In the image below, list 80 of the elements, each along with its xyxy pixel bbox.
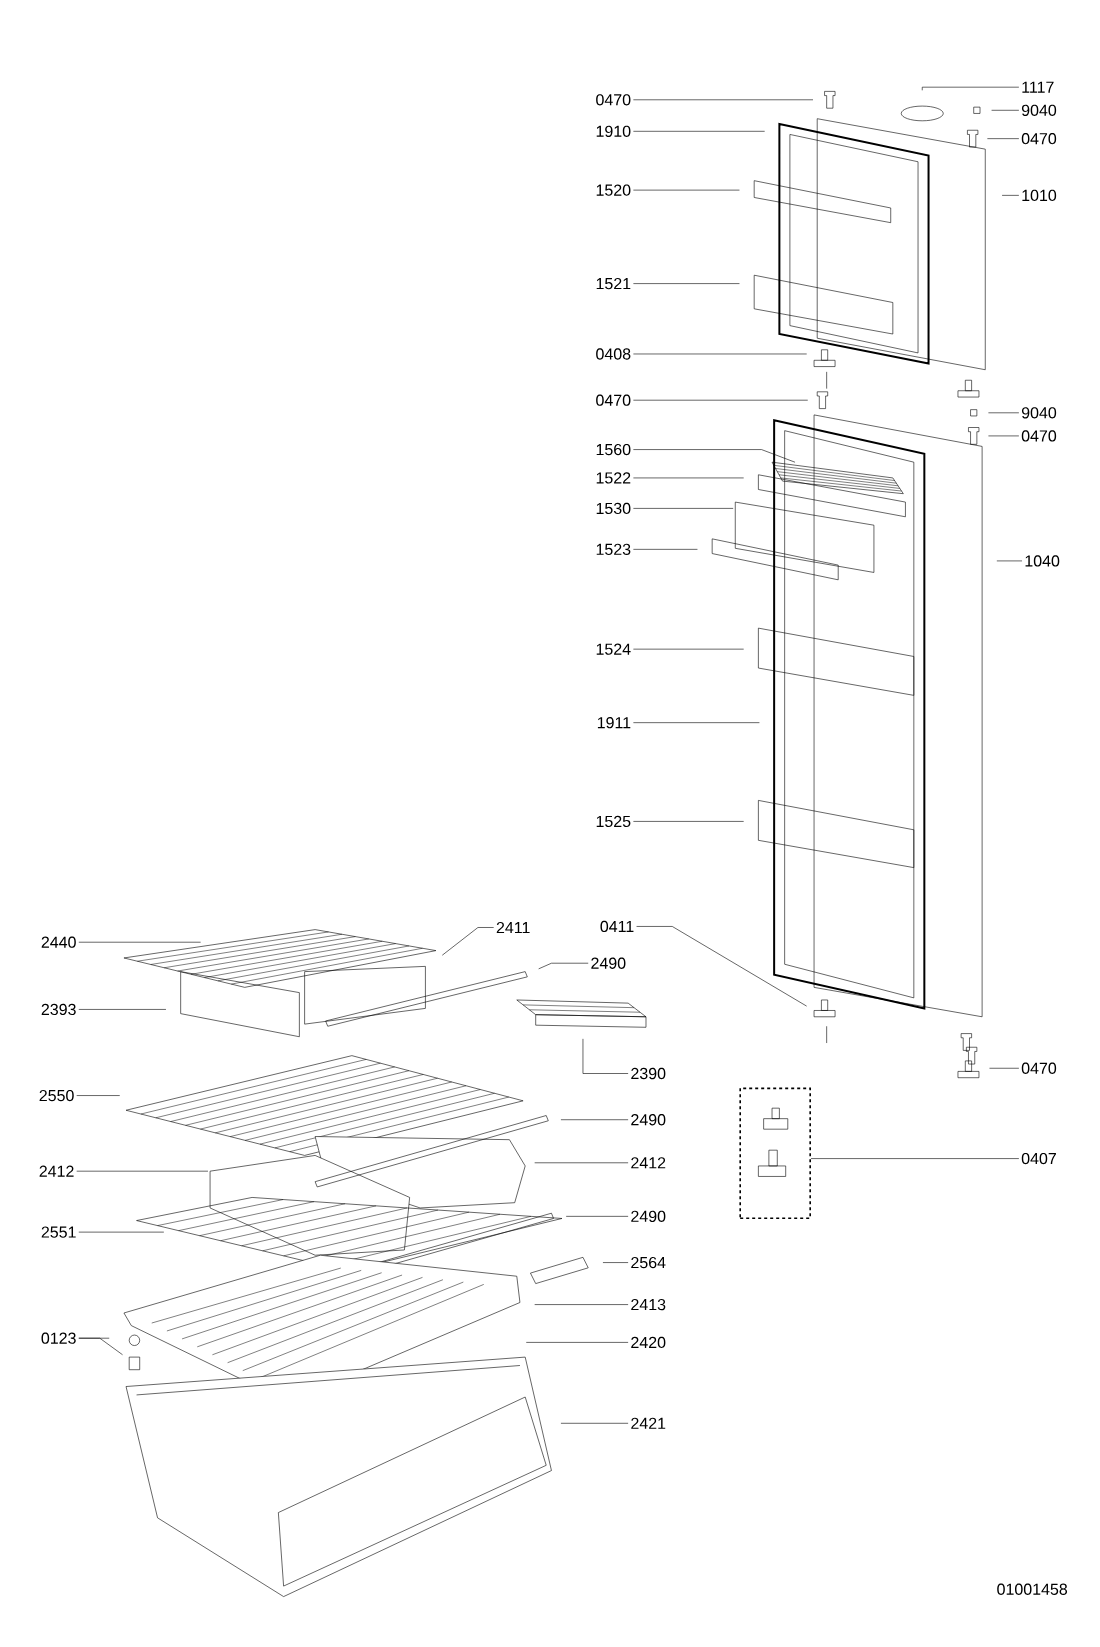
leader-line — [76, 1170, 209, 1172]
callout-number: 0470 — [1021, 133, 1057, 145]
callout-number: 1523 — [596, 543, 631, 555]
callout-number: 1520 — [596, 184, 631, 196]
callout-number: 1911 — [598, 717, 631, 729]
callout-number: 0470 — [1021, 430, 1057, 442]
callout-number: 2412 — [39, 1165, 74, 1177]
callout-number: 1524 — [596, 643, 631, 655]
leader-line — [566, 1216, 629, 1217]
leader-line — [534, 1304, 629, 1305]
leader-line — [989, 1067, 1020, 1069]
callout-number: 1010 — [1022, 189, 1057, 202]
callout-number: 2550 — [39, 1089, 74, 1102]
callout-number: 1522 — [596, 472, 631, 484]
leader-line — [633, 449, 796, 463]
callout-number: 1117 — [1022, 81, 1054, 93]
leader-line — [633, 131, 766, 132]
callout-number: 9040 — [1022, 104, 1057, 116]
callout-number: 2490 — [631, 1210, 666, 1222]
leader-line — [538, 962, 589, 970]
leader-line — [988, 435, 1020, 437]
leader-line — [78, 941, 202, 943]
callout-number: 0408 — [596, 348, 631, 360]
callout-number: 2490 — [631, 1114, 666, 1126]
leader-line — [602, 1262, 629, 1263]
callout-number: 1525 — [596, 815, 631, 828]
callout-number: 2440 — [41, 936, 76, 948]
callout-number: 0470 — [596, 94, 631, 106]
callout-number: 0407 — [1021, 1152, 1057, 1165]
callout-number: 0411 — [600, 920, 634, 933]
callout-number: 2564 — [631, 1256, 666, 1269]
callout-number: 0470 — [1021, 1062, 1057, 1074]
leader-line — [633, 549, 698, 550]
leader-line — [987, 138, 1020, 139]
callout-number: 0470 — [596, 394, 631, 406]
callout-number: 2413 — [631, 1298, 666, 1311]
leader-line — [633, 477, 745, 479]
callout-number: 1910 — [596, 125, 631, 137]
leader-line — [534, 1162, 629, 1164]
leader-line — [633, 399, 809, 401]
leader-line — [78, 1009, 167, 1010]
callout-number: 2551 — [41, 1226, 76, 1238]
leader-line — [78, 1337, 123, 1356]
callout-number: 1040 — [1025, 555, 1060, 567]
callout-number: 1530 — [596, 502, 631, 515]
leader-line — [633, 283, 740, 284]
leader-line — [996, 560, 1023, 562]
drawing-number: 01001458 — [997, 1583, 1068, 1595]
callout-number: 9040 — [1022, 407, 1057, 419]
leader-line — [582, 1038, 629, 1074]
leader-line — [76, 1095, 121, 1096]
callout-number: 2490 — [591, 957, 626, 969]
callout-number: 1560 — [596, 443, 631, 456]
leader-line — [633, 189, 740, 191]
callout-number: 2420 — [631, 1336, 666, 1349]
callout-number: 0123 — [41, 1332, 76, 1344]
leader-line — [526, 1342, 629, 1343]
leader-line — [810, 1158, 1020, 1159]
callout-number: 2421 — [631, 1417, 666, 1429]
leader-line — [560, 1119, 629, 1120]
callout-number: 2411 — [496, 921, 530, 934]
leader-line — [633, 821, 745, 822]
leader-line — [1001, 195, 1020, 196]
dashed-group-frame — [739, 1087, 812, 1220]
leader-line — [560, 1423, 629, 1424]
leader-line — [633, 722, 760, 723]
leader-line — [922, 86, 1020, 91]
leader-line — [633, 648, 745, 650]
callout-number: 2390 — [631, 1067, 666, 1080]
leader-line — [633, 353, 808, 355]
leader-line — [442, 927, 495, 956]
callout-number: 2412 — [631, 1157, 666, 1169]
leader-line — [991, 110, 1020, 111]
leader-line — [988, 412, 1020, 414]
leader-line — [636, 926, 808, 1007]
leader-line — [78, 1231, 165, 1233]
leader-line — [633, 99, 814, 101]
callout-number: 1521 — [596, 277, 631, 290]
callout-number: 2393 — [41, 1003, 76, 1016]
leader-line — [633, 508, 734, 509]
